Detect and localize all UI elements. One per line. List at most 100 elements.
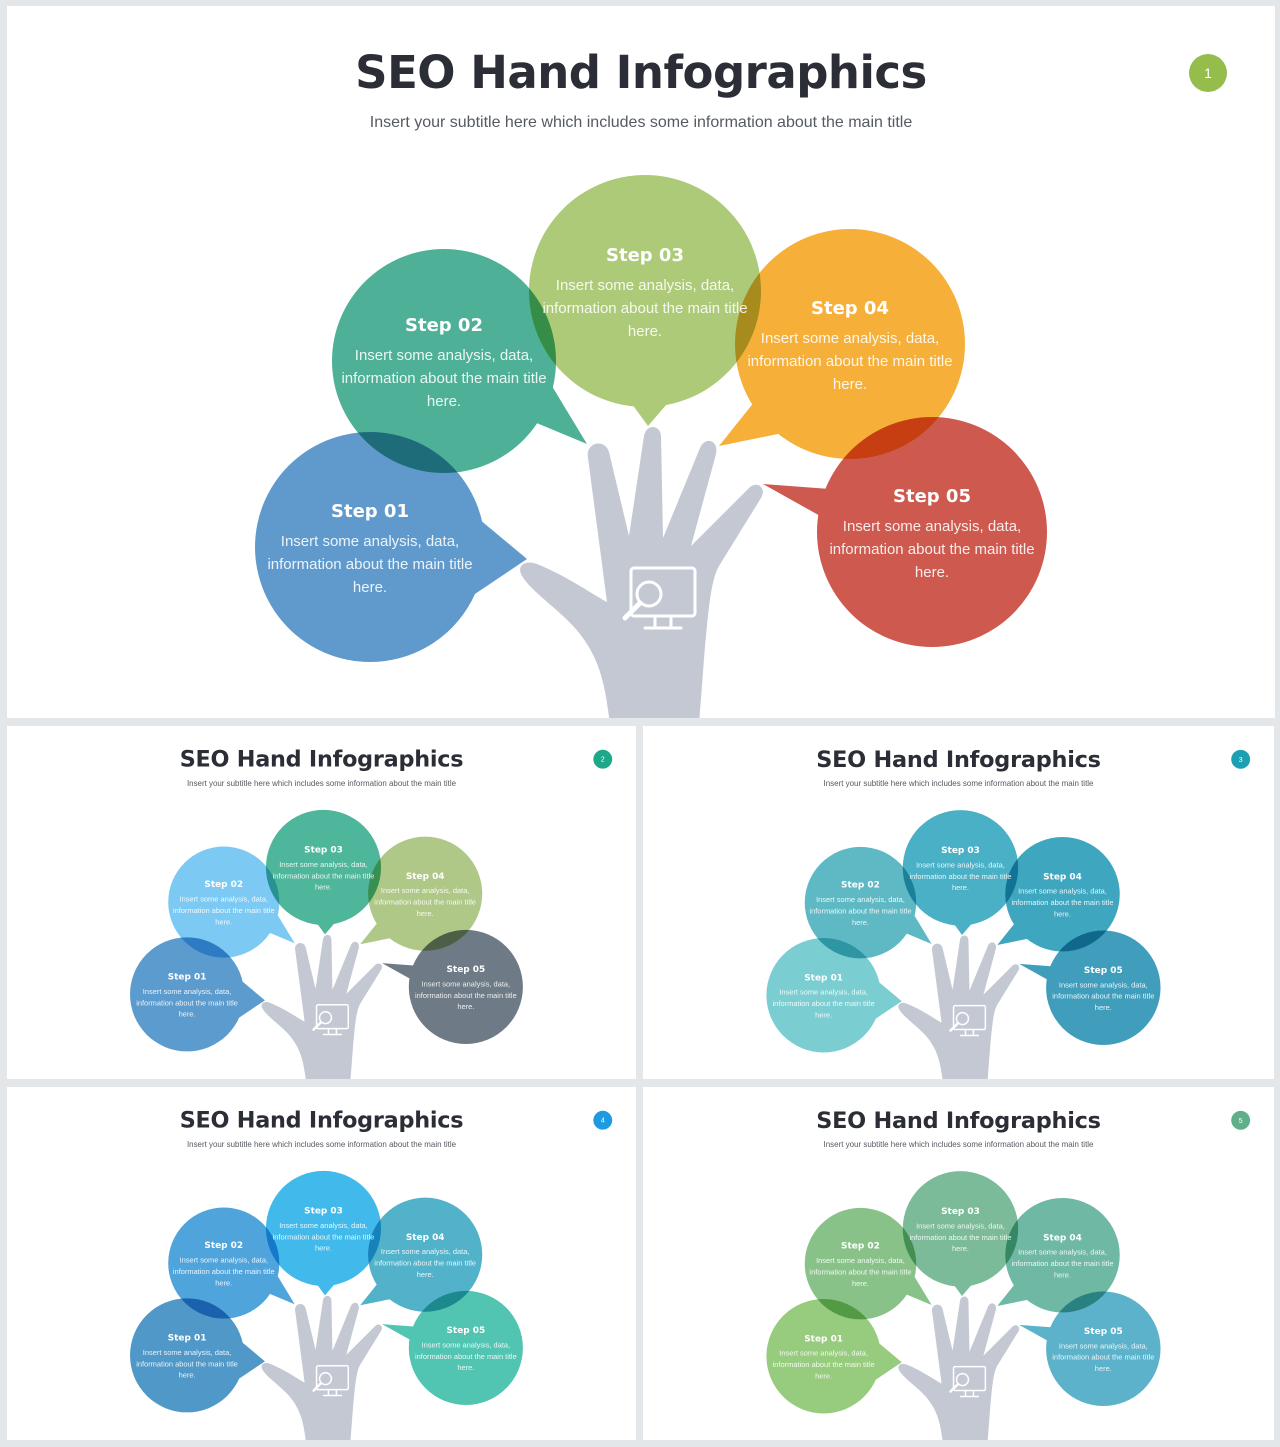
page-number-badge: 4 [593, 1110, 613, 1130]
hand-diagram [130, 809, 523, 1079]
hand-shape [898, 1296, 1020, 1440]
step-bubble-3 [265, 1170, 382, 1296]
step-description: Insert some analysis, data, information … [909, 1221, 1012, 1254]
step-label: Step 05 [1083, 964, 1123, 976]
step-label: Step 04 [405, 870, 445, 882]
step-label: Step 03 [941, 1205, 980, 1217]
seo-monitor-icon [949, 1004, 987, 1037]
hand-shape [261, 934, 382, 1079]
step-description: Insert some analysis, data, information … [374, 1247, 477, 1279]
step-description: Insert some analysis, data, information … [172, 1256, 275, 1288]
slide-subtitle: Insert your subtitle here which includes… [823, 779, 1094, 789]
step-bubble-5 [382, 929, 523, 1044]
step-label: Step 05 [893, 486, 971, 507]
step-bubble-1 [130, 937, 265, 1052]
step-label: Step 01 [167, 971, 207, 982]
step-bubble-3 [902, 1171, 1019, 1297]
step-bubble-1 [766, 1298, 902, 1414]
speech-circle [529, 175, 761, 407]
step-label: Step 05 [446, 1325, 486, 1336]
speech-circle [265, 1170, 382, 1286]
step-text-3: Step 03 Insert some analysis, data, infor… [906, 1206, 1015, 1255]
speech-circle [817, 417, 1047, 647]
seo-monitor-icon [312, 1365, 350, 1397]
speech-circle [804, 846, 917, 959]
step-description: Insert some analysis, data, information … [772, 1349, 875, 1381]
speech-circle [735, 229, 965, 459]
step-description: Insert some analysis, data, information … [1011, 887, 1114, 919]
step-bubble-1 [130, 1298, 265, 1413]
step-bubble-5 [1019, 1291, 1161, 1406]
step-label: Step 02 [841, 879, 880, 891]
step-description: Insert some analysis, data, information … [136, 1348, 238, 1380]
page-number-badge: 5 [1231, 1110, 1251, 1130]
step-label: Step 04 [405, 1231, 445, 1243]
speech-circle [408, 929, 523, 1044]
step-bubble-2 [804, 1207, 932, 1320]
step-text-3: Step 03 Insert some analysis, data, infor… [269, 845, 378, 894]
step-bubble-4 [997, 1197, 1120, 1313]
hand-shape [261, 1295, 382, 1440]
step-label: Step 03 [304, 844, 343, 855]
step-label: Step 05 [1083, 1325, 1123, 1337]
step-description: Insert some analysis, data, information … [414, 1340, 517, 1373]
seo-monitor-icon [622, 566, 697, 630]
speech-circle [902, 810, 1019, 926]
hand-diagram [255, 175, 1047, 718]
step-bubble-1 [255, 432, 527, 662]
step-bubble-4 [360, 836, 483, 951]
step-text-1: Step 01 Insert some analysis, data, infor… [133, 972, 242, 1021]
step-description: Insert some analysis, data, information … [374, 886, 477, 918]
step-description: Insert some analysis, data, information … [136, 987, 238, 1019]
speech-circle [255, 432, 485, 662]
step-text-5: Step 05 Insert some analysis, data, infor… [1049, 1326, 1158, 1375]
step-bubble-2 [804, 846, 932, 959]
step-description: Insert some analysis, data, information … [272, 860, 375, 892]
speech-circle [130, 937, 245, 1052]
step-description: Insert some analysis, data, information … [1052, 1341, 1155, 1374]
step-bubble-5 [382, 1290, 523, 1405]
step-bubble-5 [1019, 930, 1161, 1045]
page-number-badge: 1 [1189, 54, 1227, 92]
speech-circle [368, 836, 483, 951]
step-description: Insert some analysis, data, information … [172, 895, 275, 927]
speech-circle [1005, 836, 1120, 952]
step-label: Step 01 [167, 1332, 207, 1343]
step-label: Step 04 [1043, 1232, 1082, 1243]
speech-circle [1046, 1291, 1161, 1406]
step-description: Insert some analysis, data, information … [542, 277, 748, 340]
step-description: Insert some analysis, data, information … [414, 979, 517, 1012]
step-bubble-2 [168, 846, 295, 958]
step-label: Step 01 [331, 501, 409, 522]
page-number-badge: 3 [1231, 749, 1251, 769]
step-description: Insert some analysis, data, information … [272, 1221, 375, 1253]
slide-title: SEO Hand Infographics [355, 46, 927, 99]
hand-diagram [130, 1170, 523, 1440]
step-description: Insert some analysis, data, information … [1052, 980, 1155, 1013]
step-label: Step 04 [811, 298, 889, 319]
hand-shape [898, 935, 1020, 1079]
step-bubble-1 [766, 937, 902, 1053]
slide-subtitle: Insert your subtitle here which includes… [186, 1140, 457, 1150]
speech-circle [368, 1197, 483, 1312]
hand-diagram [766, 810, 1161, 1079]
step-label: Step 02 [405, 315, 483, 336]
speech-circle [408, 1290, 523, 1405]
speech-circle [902, 1171, 1019, 1287]
step-text-5: Step 05 Insert some analysis, data, infor… [1049, 965, 1158, 1014]
speech-circle [332, 249, 556, 473]
step-description: Insert some analysis, data, information … [747, 330, 953, 393]
speech-circle [804, 1207, 917, 1320]
step-bubble-3 [529, 175, 761, 426]
slide-title: SEO Hand Infographics [179, 1106, 464, 1134]
slide-subtitle: Insert your subtitle here which includes… [823, 1140, 1094, 1150]
